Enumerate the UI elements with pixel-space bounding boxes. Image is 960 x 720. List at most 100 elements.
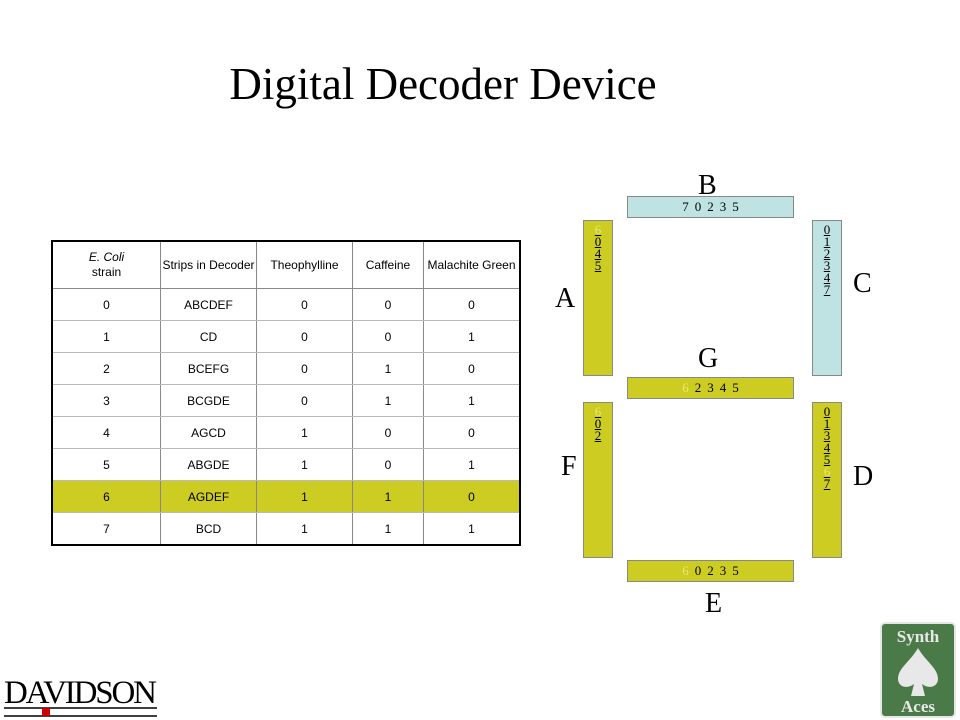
table-cell: BCEFG	[160, 352, 257, 385]
table-cell: 0	[352, 320, 424, 353]
header-strain-label: strain	[91, 265, 122, 279]
table-cell: 1	[423, 512, 521, 546]
table-cell: 1	[352, 512, 424, 546]
table-cell: 1	[423, 384, 521, 417]
segment-digit: 5	[732, 199, 739, 214]
segment-digit: 2	[694, 380, 702, 395]
segment-digit: 3	[719, 563, 727, 578]
header-theophylline: Theophylline	[256, 241, 353, 289]
table-cell: 0	[423, 480, 521, 513]
segment-digit: 2	[823, 246, 831, 261]
label-b: B	[698, 170, 717, 201]
table-cell: 0	[352, 416, 424, 449]
label-c: C	[853, 268, 872, 299]
synth-aces-logo: Synth Aces	[880, 622, 956, 718]
table-cell: 3	[52, 384, 161, 417]
segment-digit: 5	[732, 380, 739, 395]
segment-digit: 0	[594, 234, 602, 249]
table-cell: 1	[256, 416, 353, 449]
segment-digit: 3	[823, 258, 831, 273]
segment-digit: 0	[823, 404, 831, 419]
table-cell: 0	[423, 352, 521, 385]
segment-digit: 4	[823, 440, 831, 455]
synth-text: Synth	[897, 627, 940, 646]
segment-digit: 7	[823, 282, 831, 297]
table-cell: AGCD	[160, 416, 257, 449]
segment-digit: 7	[823, 476, 831, 491]
table-cell: 5	[52, 448, 161, 481]
table-cell: 0	[256, 384, 353, 417]
table-cell: ABCDEF	[160, 288, 257, 321]
label-d: D	[853, 461, 874, 492]
table-cell: 1	[423, 448, 521, 481]
segment-digit: 0	[594, 416, 602, 431]
segment-digit: 3	[719, 199, 727, 214]
header-malachite: Malachite Green	[423, 241, 521, 289]
table-cell: 0	[256, 320, 353, 353]
table-cell: 1	[256, 448, 353, 481]
segment-digit: 0	[823, 222, 831, 237]
segment-digit: 4	[823, 270, 831, 285]
page-title: Digital Decoder Device	[229, 59, 657, 109]
segment-digit: 6	[594, 222, 602, 237]
table-cell: AGDEF	[160, 480, 257, 513]
header-strips: Strips in Decoder	[160, 241, 257, 289]
segment-digit: 6	[682, 380, 689, 395]
segment-digit: 5	[594, 258, 602, 273]
segment-digit: 5	[823, 452, 831, 467]
spade-icon	[898, 648, 938, 696]
segment-digit: 2	[707, 563, 714, 578]
table-cell: BCGDE	[160, 384, 257, 417]
segment-digit: 0	[694, 199, 702, 214]
table-cell: 1	[352, 352, 424, 385]
segment-digit: 1	[823, 234, 831, 249]
table-cell: 1	[52, 320, 161, 353]
table-cell: 7	[52, 512, 161, 546]
table-cell: CD	[160, 320, 257, 353]
aces-text: Aces	[901, 697, 935, 716]
segment-digit: 5	[732, 563, 739, 578]
segment-digit: 2	[594, 428, 602, 443]
table-cell: ABGDE	[160, 448, 257, 481]
label-a: A	[555, 283, 576, 314]
segment-digit: 1	[823, 416, 831, 431]
segment-digit: 7	[682, 199, 689, 214]
table-cell: 0	[256, 352, 353, 385]
table-cell: 1	[352, 480, 424, 513]
table-cell: 2	[52, 352, 161, 385]
segment-digit: 3	[707, 380, 714, 395]
table-cell: 0	[52, 288, 161, 321]
label-g: G	[698, 343, 719, 374]
table-cell: 0	[256, 288, 353, 321]
segment-digit: 2	[707, 199, 714, 214]
header-caffeine: Caffeine	[352, 241, 424, 289]
table-cell: 4	[52, 416, 161, 449]
label-e: E	[705, 588, 723, 619]
segment-digit: 0	[694, 563, 702, 578]
segment-digit: 4	[719, 380, 727, 395]
segment-digit: 4	[594, 246, 602, 261]
label-f: F	[561, 451, 577, 482]
table-cell: 0	[352, 288, 424, 321]
davidson-logo: DAVIDSON	[4, 676, 157, 717]
table-cell: 1	[256, 480, 353, 513]
table-cell: 1	[256, 512, 353, 546]
